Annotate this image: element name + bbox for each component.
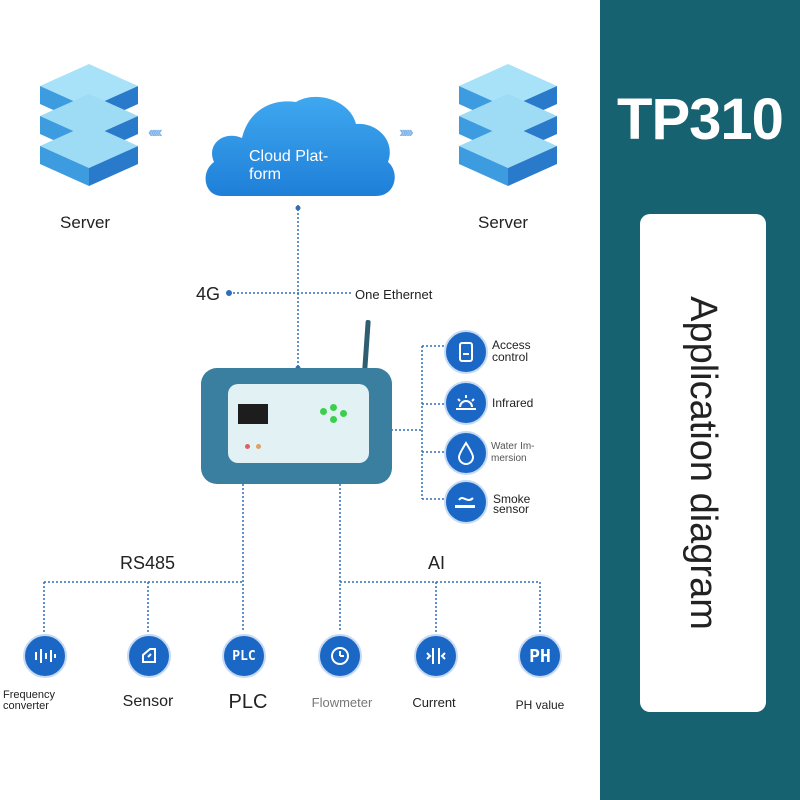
status-led bbox=[340, 410, 347, 417]
server-icon bbox=[459, 64, 557, 186]
subtitle-text: Application diagram bbox=[682, 296, 724, 630]
indicator-led bbox=[256, 444, 261, 449]
access-control-label: Access control bbox=[492, 338, 531, 364]
plc-icon: PLC bbox=[222, 634, 266, 678]
water-drop-icon bbox=[444, 431, 488, 475]
ph-value-label: PH value bbox=[515, 698, 565, 712]
infrared-label: Infrared bbox=[492, 396, 534, 410]
ph-icon: PH bbox=[518, 634, 562, 678]
indicator-led bbox=[245, 444, 250, 449]
cellular-label: 4G bbox=[196, 284, 221, 304]
current-label: Current bbox=[412, 695, 456, 710]
status-led bbox=[330, 404, 337, 411]
cloud-label: Cloud Plat- form bbox=[249, 148, 329, 183]
smoke-icon bbox=[444, 480, 488, 524]
server-label-right: Server bbox=[478, 213, 529, 232]
gateway-display bbox=[238, 404, 268, 424]
access-control-icon bbox=[444, 330, 488, 374]
status-led bbox=[320, 408, 327, 415]
status-led bbox=[330, 416, 337, 423]
plc-label: PLC bbox=[228, 691, 268, 713]
water-immersion-label: Water Im- mersion bbox=[491, 441, 535, 464]
ethernet-label: One Ethernet bbox=[355, 287, 433, 302]
sensor-label: Sensor bbox=[122, 693, 174, 710]
frequency-converter-label: Frequency converter bbox=[3, 689, 55, 712]
product-title: TP310 bbox=[617, 87, 784, 152]
current-icon bbox=[414, 634, 458, 678]
flowmeter-icon bbox=[318, 634, 362, 678]
smoke-sensor-label: Smoke sensor bbox=[493, 492, 531, 516]
cloud-icon bbox=[205, 96, 395, 196]
flowmeter-label: Flowmeter bbox=[311, 695, 373, 710]
rs485-label: RS485 bbox=[120, 553, 176, 573]
subtitle-card: Application diagram bbox=[640, 214, 766, 712]
infrared-icon bbox=[444, 381, 488, 425]
frequency-converter-icon bbox=[23, 634, 67, 678]
chevrons-left-icon: ‹‹‹‹‹ bbox=[148, 124, 163, 141]
sensor-icon bbox=[127, 634, 171, 678]
server-label-left: Server bbox=[60, 213, 111, 232]
server-icon bbox=[40, 64, 138, 186]
ai-label: AI bbox=[428, 553, 446, 573]
chevrons-right-icon: ››››› bbox=[399, 124, 414, 141]
